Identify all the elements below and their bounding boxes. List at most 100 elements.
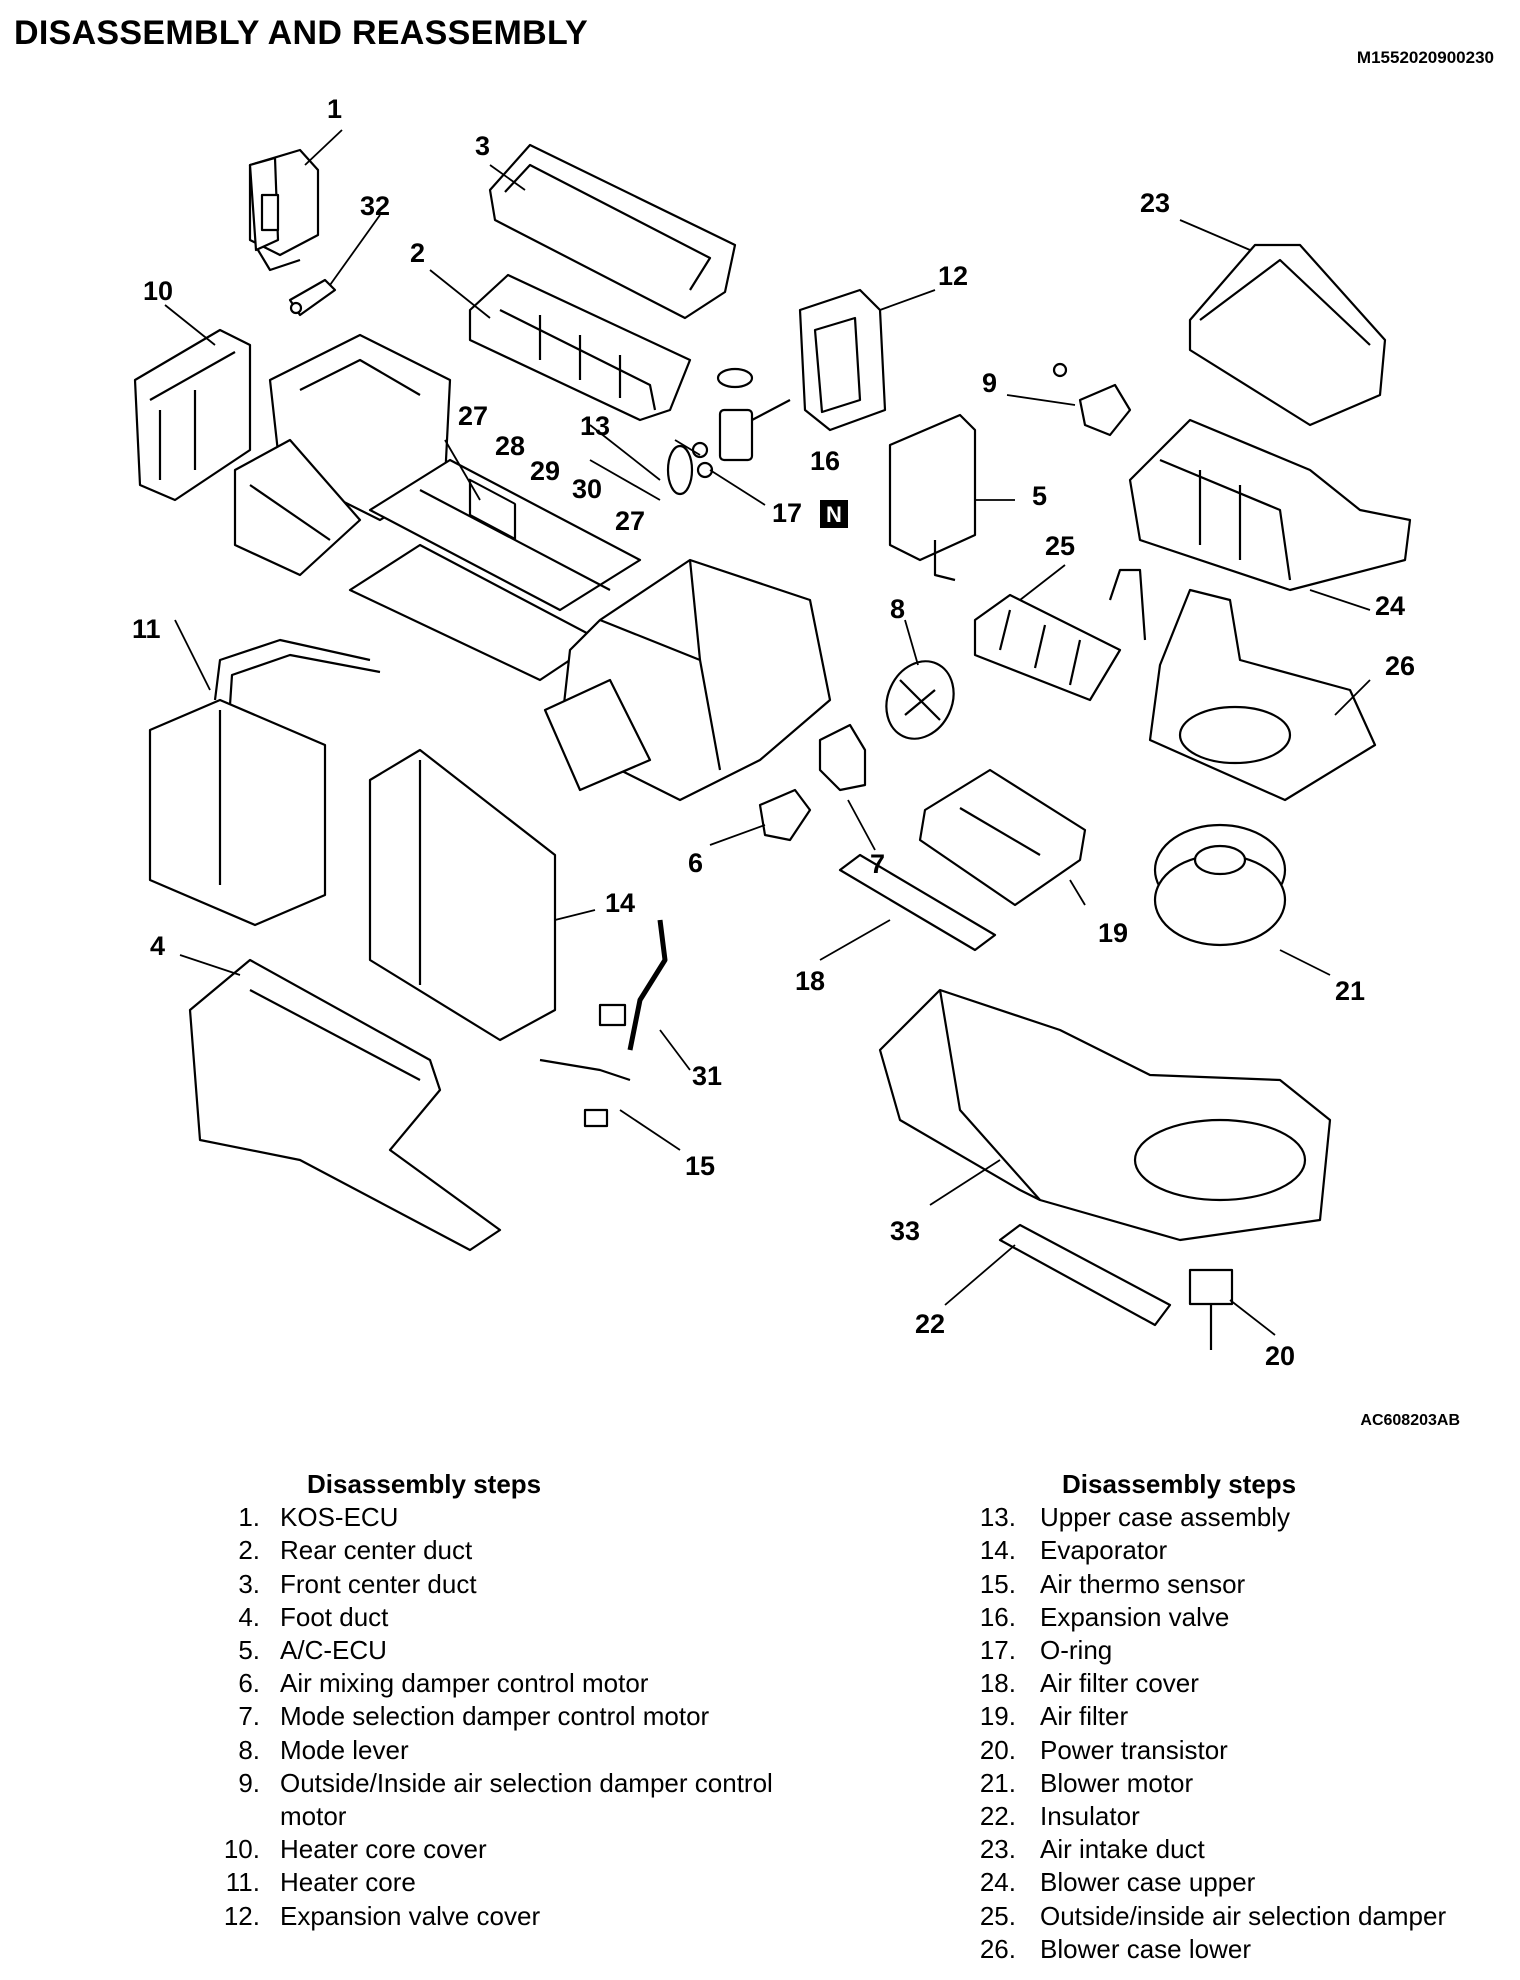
step-text: Heater core cover xyxy=(280,1834,487,1865)
callout-29: 29 xyxy=(530,456,560,486)
callout-9: 9 xyxy=(982,368,997,398)
step-text: Rear center duct xyxy=(280,1535,473,1566)
expansion-valve-cover-part xyxy=(798,288,887,432)
heater-core-part xyxy=(148,638,381,927)
step-text: Blower case upper xyxy=(1040,1867,1256,1898)
mode-selection-motor-part xyxy=(818,723,867,792)
step-item: 16.Expansion valve xyxy=(958,1601,1518,1634)
step-number: 17. xyxy=(979,1635,1016,1666)
air-selection-motor-part xyxy=(1052,362,1132,437)
callout-27-upper: 27 xyxy=(458,401,488,431)
callout-14: 14 xyxy=(605,888,635,918)
wiring-31-part xyxy=(598,919,668,1051)
step-number: 22. xyxy=(979,1801,1016,1832)
callout-4: 4 xyxy=(150,931,165,961)
heater-core-cover-part xyxy=(133,328,252,502)
main-case-part xyxy=(543,558,832,802)
air-selection-damper-part xyxy=(973,593,1122,702)
step-item: 18. Air filter cover xyxy=(958,1667,1518,1700)
callout-33: 33 xyxy=(890,1216,920,1246)
step-text: Front center duct xyxy=(280,1568,477,1599)
step-item: 24. Blower case upper xyxy=(958,1866,1518,1899)
step-number: 1. xyxy=(238,1502,260,1533)
step-text: Air filter cover xyxy=(1040,1668,1199,1699)
callout-17: 17 xyxy=(772,498,802,528)
svg-text:N: N xyxy=(826,502,842,527)
foot-duct-part xyxy=(188,958,502,1252)
callout-24: 24 xyxy=(1375,591,1405,621)
mode-lever-part xyxy=(885,660,955,740)
callout-28: 28 xyxy=(495,431,525,461)
insulator-part xyxy=(998,1223,1172,1327)
figure-code: AC608203AB xyxy=(1360,1412,1460,1429)
step-text: Air intake duct xyxy=(1040,1834,1205,1865)
step-text: A/C-ECU xyxy=(280,1635,387,1666)
step-text: Heater core xyxy=(280,1867,416,1898)
step-number: 11. xyxy=(225,1867,260,1898)
step-item: 2.Rear center duct xyxy=(200,1534,780,1567)
step-text: Mode lever xyxy=(280,1734,409,1765)
step-number: 13. xyxy=(979,1502,1016,1533)
step-item: 6.Air mixing damper control motor xyxy=(200,1667,780,1700)
callout-16: 16 xyxy=(810,446,840,476)
step-text: Foot duct xyxy=(280,1601,389,1632)
step-item: 5. A/C-ECU xyxy=(200,1634,780,1667)
step-number: 10. xyxy=(223,1834,260,1865)
step-number: 12. xyxy=(223,1900,260,1931)
step-text: Air thermo sensor xyxy=(1040,1568,1246,1599)
step-item: 25.Outside/inside air selection damper xyxy=(958,1900,1518,1933)
disassembly-steps-right: Disassembly steps 13.Upper case assembly… xyxy=(958,1468,1518,1966)
callout-23: 23 xyxy=(1140,188,1170,218)
blower-motor-part xyxy=(1153,823,1287,947)
air-intake-duct-part xyxy=(1188,243,1387,427)
step-item: 22. Insulator xyxy=(958,1800,1518,1833)
step-number: 21. xyxy=(979,1767,1016,1798)
callout-32: 32 xyxy=(360,191,390,221)
main-lower-case-part xyxy=(878,988,1332,1242)
step-number: 7. xyxy=(238,1701,260,1732)
evaporator-part xyxy=(368,748,557,1042)
step-number: 3. xyxy=(238,1568,260,1599)
blower-case-lower-part xyxy=(1108,568,1377,802)
step-item: 20.Power transistor xyxy=(958,1734,1518,1767)
step-item: 23.Air intake duct xyxy=(958,1833,1518,1866)
callout-8: 8 xyxy=(890,594,905,624)
step-number: 9. xyxy=(238,1767,260,1798)
callout-7: 7 xyxy=(870,849,885,879)
step-number: 20. xyxy=(979,1734,1016,1765)
air-filter-part xyxy=(918,768,1087,907)
step-item: 8.Mode lever xyxy=(200,1734,780,1767)
step-number: 5. xyxy=(238,1635,260,1666)
step-number: 14. xyxy=(979,1535,1016,1566)
step-text: Outside/Inside air selection damper cont… xyxy=(280,1767,773,1832)
air-thermo-sensor-part xyxy=(539,1058,631,1128)
disassembly-steps-left: Disassembly steps 1.KOS-ECU 2.Rear cente… xyxy=(200,1468,780,1933)
note-badge: N xyxy=(820,500,848,528)
callout-31: 31 xyxy=(692,1061,722,1091)
air-filter-cover-part xyxy=(838,853,997,952)
callout-25: 25 xyxy=(1045,531,1075,561)
step-text: Mode selection damper control motor xyxy=(280,1701,710,1732)
step-item: 26.Blower case lower xyxy=(958,1933,1518,1966)
step-number: 25. xyxy=(979,1900,1016,1931)
callout-12: 12 xyxy=(938,261,968,291)
step-text: Air filter xyxy=(1040,1701,1129,1732)
callout-26: 26 xyxy=(1385,651,1415,681)
step-number: 4. xyxy=(238,1601,260,1632)
steps-heading: Disassembly steps xyxy=(307,1469,542,1499)
callout-10: 10 xyxy=(143,276,173,306)
kos-ecu-part xyxy=(248,148,320,272)
step-item: 21. Blower motor xyxy=(958,1767,1518,1800)
step-text: Insulator xyxy=(1040,1801,1140,1832)
step-number: 24. xyxy=(979,1867,1016,1898)
step-text: Upper case assembly xyxy=(1040,1502,1290,1533)
step-number: 18. xyxy=(979,1668,1016,1699)
step-text: Blower motor xyxy=(1040,1767,1194,1798)
callout-21: 21 xyxy=(1335,976,1365,1006)
dampers-28-29-30-part xyxy=(348,458,642,682)
page-title: DISASSEMBLY AND REASSEMBLY xyxy=(14,14,588,52)
step-item: 13. Upper case assembly xyxy=(958,1501,1518,1534)
step-item: 19.Air filter xyxy=(958,1700,1518,1733)
upper-case-assembly-part xyxy=(233,333,452,577)
step-text: Evaporator xyxy=(1040,1535,1168,1566)
